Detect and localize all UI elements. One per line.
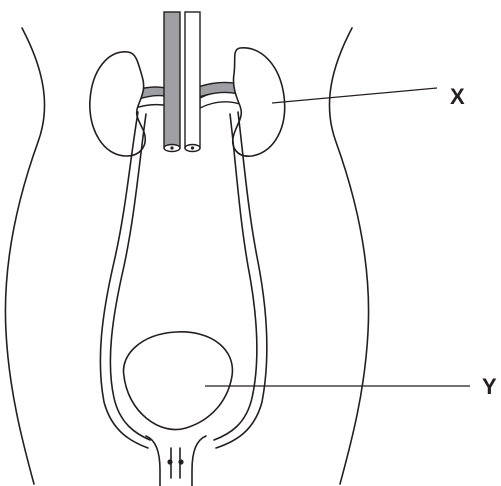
urethra-funnel bbox=[146, 436, 206, 486]
sphincter-left bbox=[167, 459, 172, 464]
great-vessels bbox=[164, 12, 200, 152]
label-x-leader bbox=[272, 88, 437, 103]
vena-cava bbox=[164, 12, 180, 148]
label-x: X bbox=[450, 84, 465, 109]
bladder-outer bbox=[123, 332, 232, 430]
bladder-group bbox=[123, 332, 232, 486]
label-x-group: X bbox=[272, 84, 465, 109]
body-outline-left bbox=[5, 28, 44, 484]
label-y: Y bbox=[482, 374, 497, 399]
left-kidney bbox=[90, 52, 145, 156]
ureters bbox=[100, 112, 267, 448]
right-ureter-inner bbox=[214, 114, 257, 440]
aorta-lumen bbox=[191, 146, 194, 149]
aorta bbox=[185, 12, 200, 148]
left-ureter-outer bbox=[100, 112, 148, 448]
vena-cava-lumen bbox=[170, 146, 173, 149]
label-y-group: Y bbox=[205, 374, 497, 399]
sphincter-right bbox=[178, 459, 183, 464]
